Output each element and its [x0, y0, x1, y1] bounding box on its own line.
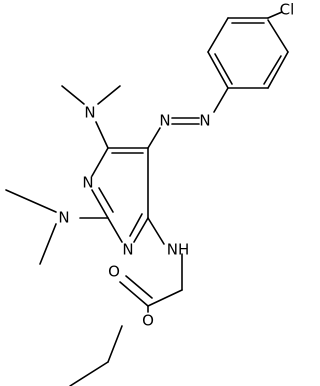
nh-label: NH: [167, 241, 190, 259]
chlorophenyl-ring: [207, 17, 289, 89]
c6-nme2-bond: [95, 121, 109, 149]
c-cl-bond: [267, 11, 283, 19]
molecule-drawing: Cl N N N N N N NH O O: [5, 1, 295, 386]
ester-o-label: O: [142, 312, 154, 330]
ch2-carbonyl-bond: [147, 289, 183, 307]
carbonyl-double-2: [125, 275, 153, 299]
pyrimidine-ring: [91, 147, 149, 243]
structure-canvas: Cl N N N N N N NH O O: [5, 0, 295, 386]
chlorine-label: Cl: [280, 1, 295, 19]
ring-n-bottom-label: N: [122, 241, 133, 259]
azo-n2-label: N: [159, 112, 170, 130]
aryl-n-bond: [213, 87, 229, 113]
nme2-left-methyl-2: [39, 223, 57, 265]
o-ethyl-bond: [107, 325, 123, 363]
carbonyl-o-label: O: [108, 263, 120, 281]
ring-n-top-label: N: [82, 174, 93, 192]
c4-nh-bond: [147, 217, 165, 245]
ethyl-bond: [69, 361, 109, 386]
azo-n1-label: N: [199, 112, 210, 130]
nme2-top-n-label: N: [84, 104, 95, 122]
nme2-left-n-label: N: [58, 209, 69, 227]
nme2-top-methyl-2: [97, 85, 121, 105]
carbonyl-double-1: [119, 281, 149, 307]
azo-c5-bond: [147, 127, 161, 149]
nme2-left-methyl-1: [5, 189, 57, 213]
nme2-top-methyl-1: [61, 85, 85, 105]
